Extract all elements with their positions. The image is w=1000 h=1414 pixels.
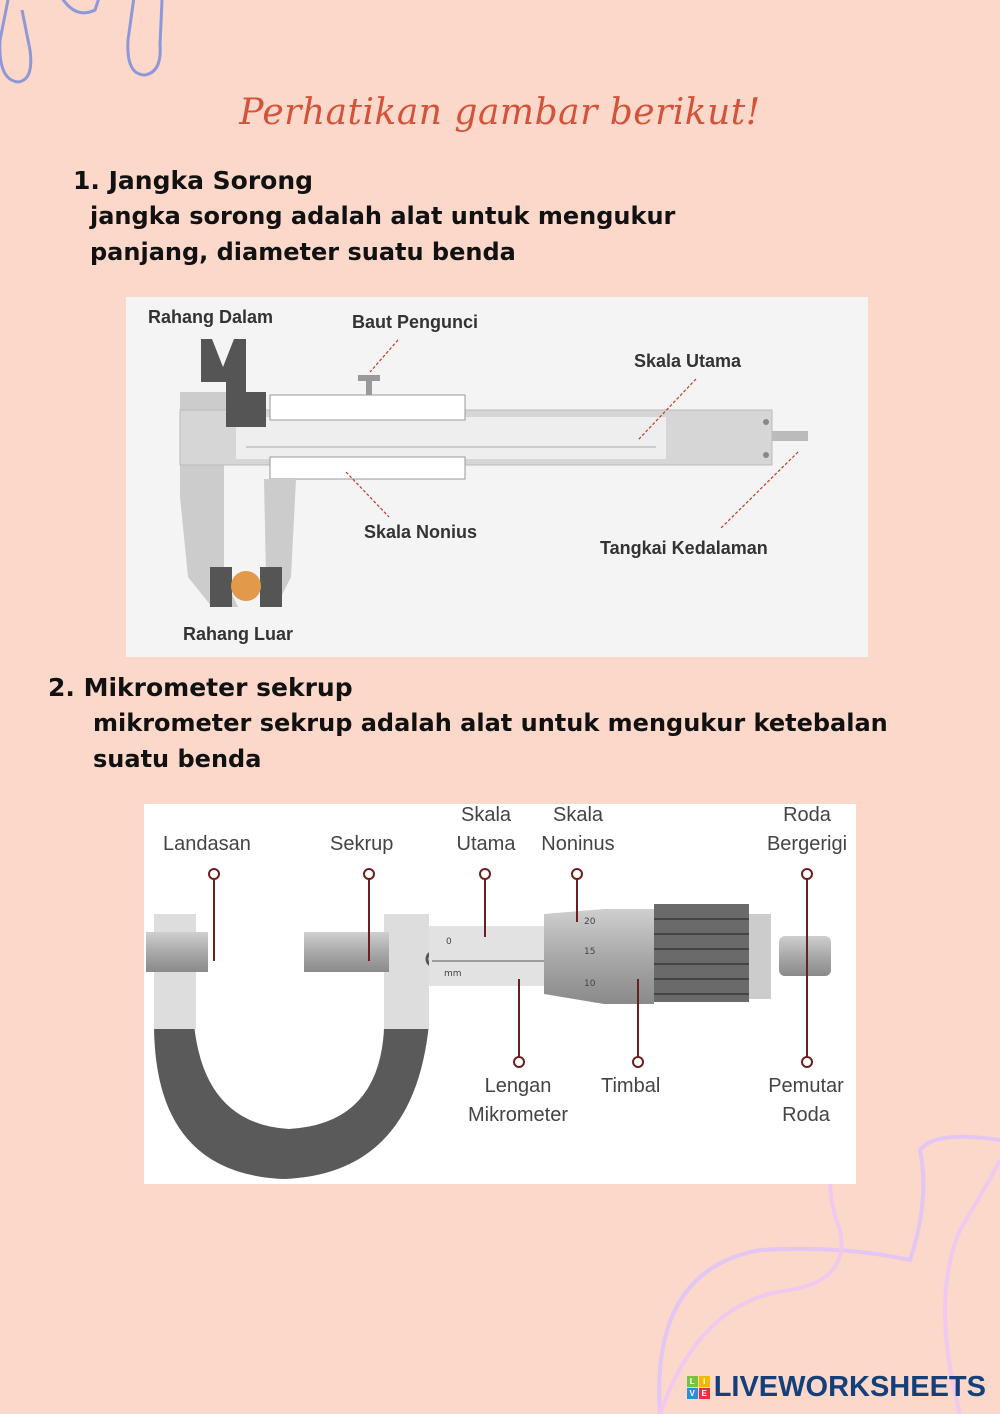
label-pemutar-roda: Pemutar Roda — [756, 1072, 856, 1130]
label-rahang-dalam: Rahang Dalam — [148, 307, 274, 327]
label-lengan-mikrometer: Lengan Mikrometer — [454, 1072, 582, 1130]
label-sekrup: Sekrup — [330, 833, 394, 855]
label-pemutar-line1: Pemutar — [768, 1075, 844, 1097]
label-skala-noninus-line1: Skala — [552, 804, 604, 826]
label-baut-pengunci: Baut Pengunci — [352, 312, 479, 332]
section1-heading: 1. Jangka Sorong — [73, 166, 314, 195]
logo-letter: I — [698, 1376, 710, 1387]
liveworksheets-logo: L I V E LIVEWORKSHEETS — [686, 1371, 986, 1404]
logo-text: LIVEWORKSHEETS — [713, 1371, 986, 1403]
label-skala-nonius: Skala Nonius — [364, 522, 478, 542]
scale-zero: 0 — [446, 937, 452, 947]
label-skala-utama-line2: Utama — [456, 833, 516, 855]
section2-description-line1: mikrometer sekrup adalah alat untuk meng… — [93, 709, 888, 737]
label-pemutar-line2: Roda — [782, 1104, 830, 1126]
label-roda-bergerigi: Roda Bergerigi — [758, 801, 856, 859]
label-roda-bergerigi-line2: Bergerigi — [766, 833, 848, 855]
label-roda-bergerigi-line1: Roda — [783, 804, 831, 826]
thimble-tick-15: 15 — [584, 947, 595, 957]
section2-heading: 2. Mikrometer sekrup — [48, 673, 353, 702]
caliper-diagram: Rahang Dalam Baut Pengunci Skala Utama S… — [126, 297, 868, 657]
label-landasan: Landasan — [163, 833, 251, 855]
section2-description-line2: suatu benda — [93, 745, 262, 773]
label-skala-utama-line1: Skala — [460, 804, 512, 826]
logo-letter: V — [686, 1388, 698, 1399]
label-lengan-line2: Mikrometer — [467, 1104, 568, 1126]
micrometer-diagram: 0 mm 20 15 10 Landasan Sekrup Skala Utam… — [144, 804, 856, 1184]
micrometer-drawing: 0 mm 20 15 10 — [146, 868, 831, 1179]
label-skala-noninus-line2: Noninus — [541, 833, 615, 855]
scale-unit: mm — [444, 969, 462, 979]
label-skala-utama: Skala Utama — [634, 351, 742, 371]
paper-clip-decoration — [0, 0, 164, 84]
thimble-tick-20: 20 — [584, 917, 596, 927]
label-rahang-luar: Rahang Luar — [183, 624, 294, 644]
label-skala-noninus: Skala Noninus — [534, 801, 622, 859]
logo-icon: L I V E — [686, 1376, 710, 1399]
section1-description-line1: jangka sorong adalah alat untuk mengukur — [90, 202, 676, 230]
label-timbal: Timbal — [601, 1075, 661, 1097]
thimble-tick-10: 10 — [584, 979, 596, 989]
logo-letter: L — [686, 1376, 698, 1387]
section1-description-line2: panjang, diameter suatu benda — [90, 238, 516, 266]
caliper-drawing — [179, 339, 808, 607]
label-lengan-line1: Lengan — [484, 1075, 552, 1097]
label-skala-utama: Skala Utama — [450, 801, 522, 859]
page-title: Perhatikan gambar berikut! — [239, 92, 761, 133]
logo-letter: E — [698, 1388, 710, 1399]
label-tangkai-kedalaman: Tangkai Kedalaman — [600, 538, 768, 558]
